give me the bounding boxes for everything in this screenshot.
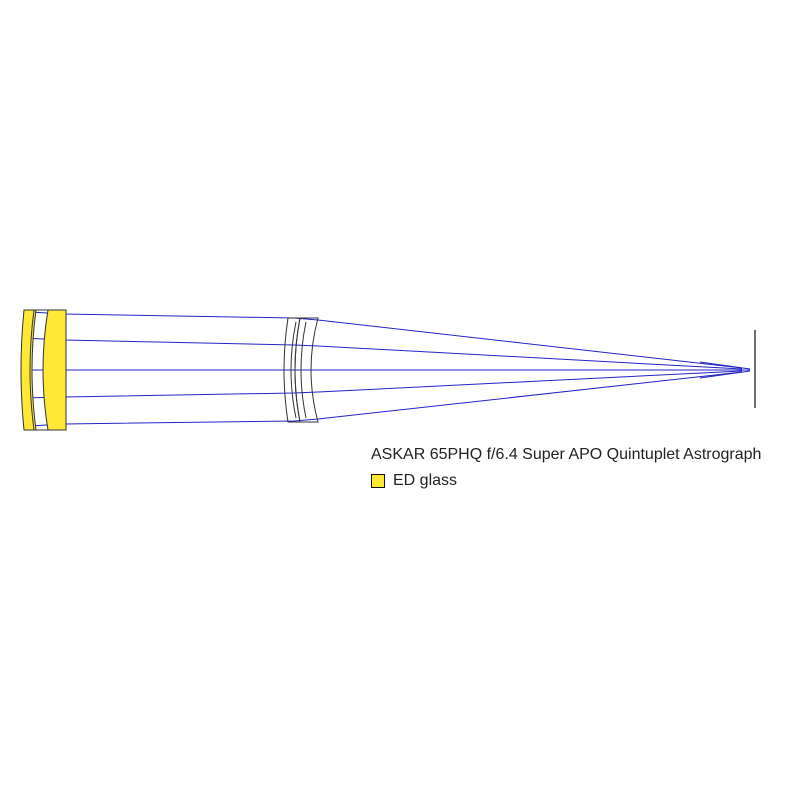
ray-lower-zone: [21, 370, 743, 399]
element-5-inner-surface: [300, 321, 307, 419]
light-rays: [21, 311, 751, 427]
element-4-inner-surface: [290, 321, 297, 419]
legend: ED glass: [371, 472, 457, 490]
ray-bottom-marginal: [29, 371, 743, 427]
ray-focus-cone-lower: [699, 370, 751, 379]
legend-label-ed-glass: ED glass: [393, 472, 458, 489]
front-triplet-lens-group: [20, 309, 67, 431]
front-triplet-outline: [24, 309, 67, 431]
ray-focus-cone-upper: [699, 361, 751, 370]
diagram-title: ASKAR 65PHQ f/6.4 Super APO Quintuplet A…: [371, 446, 762, 463]
element-5-lens: [294, 317, 319, 423]
legend-swatch-ed-glass: [371, 474, 385, 488]
ray-upper-zone: [21, 337, 743, 370]
field-flattener-lens-group: [283, 317, 319, 423]
ray-top-marginal: [29, 311, 743, 369]
element-3-ed-lens: [42, 309, 67, 431]
